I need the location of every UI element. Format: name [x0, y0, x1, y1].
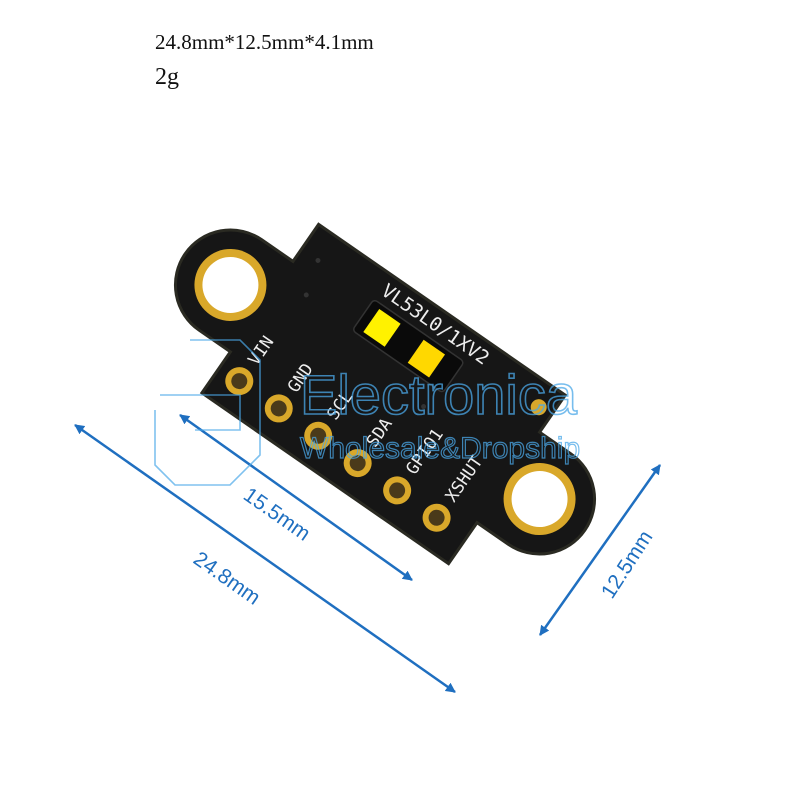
pin-vin: [225, 367, 254, 396]
tof-sensor-chip: [353, 299, 464, 393]
pin-span-label: 15.5mm: [239, 483, 314, 545]
weight-text: 2g: [155, 64, 179, 90]
width-label: 12.5mm: [597, 527, 658, 603]
length-label: 24.8mm: [189, 547, 264, 609]
mounting-hole-left: [194, 248, 267, 321]
watermark-brand: Electronica: [300, 363, 578, 426]
pin-span-dimension-arrow: [179, 413, 413, 582]
watermark-logo-icon: [154, 339, 261, 486]
watermark: Electronica Wholesale&Dropship: [154, 339, 581, 486]
width-dimension-arrow: [538, 464, 662, 636]
dimensions-text: 24.8mm*12.5mm*4.1mm: [155, 30, 374, 54]
test-pad: [530, 399, 547, 416]
watermark-tagline: Wholesale&Dropship: [300, 432, 580, 465]
